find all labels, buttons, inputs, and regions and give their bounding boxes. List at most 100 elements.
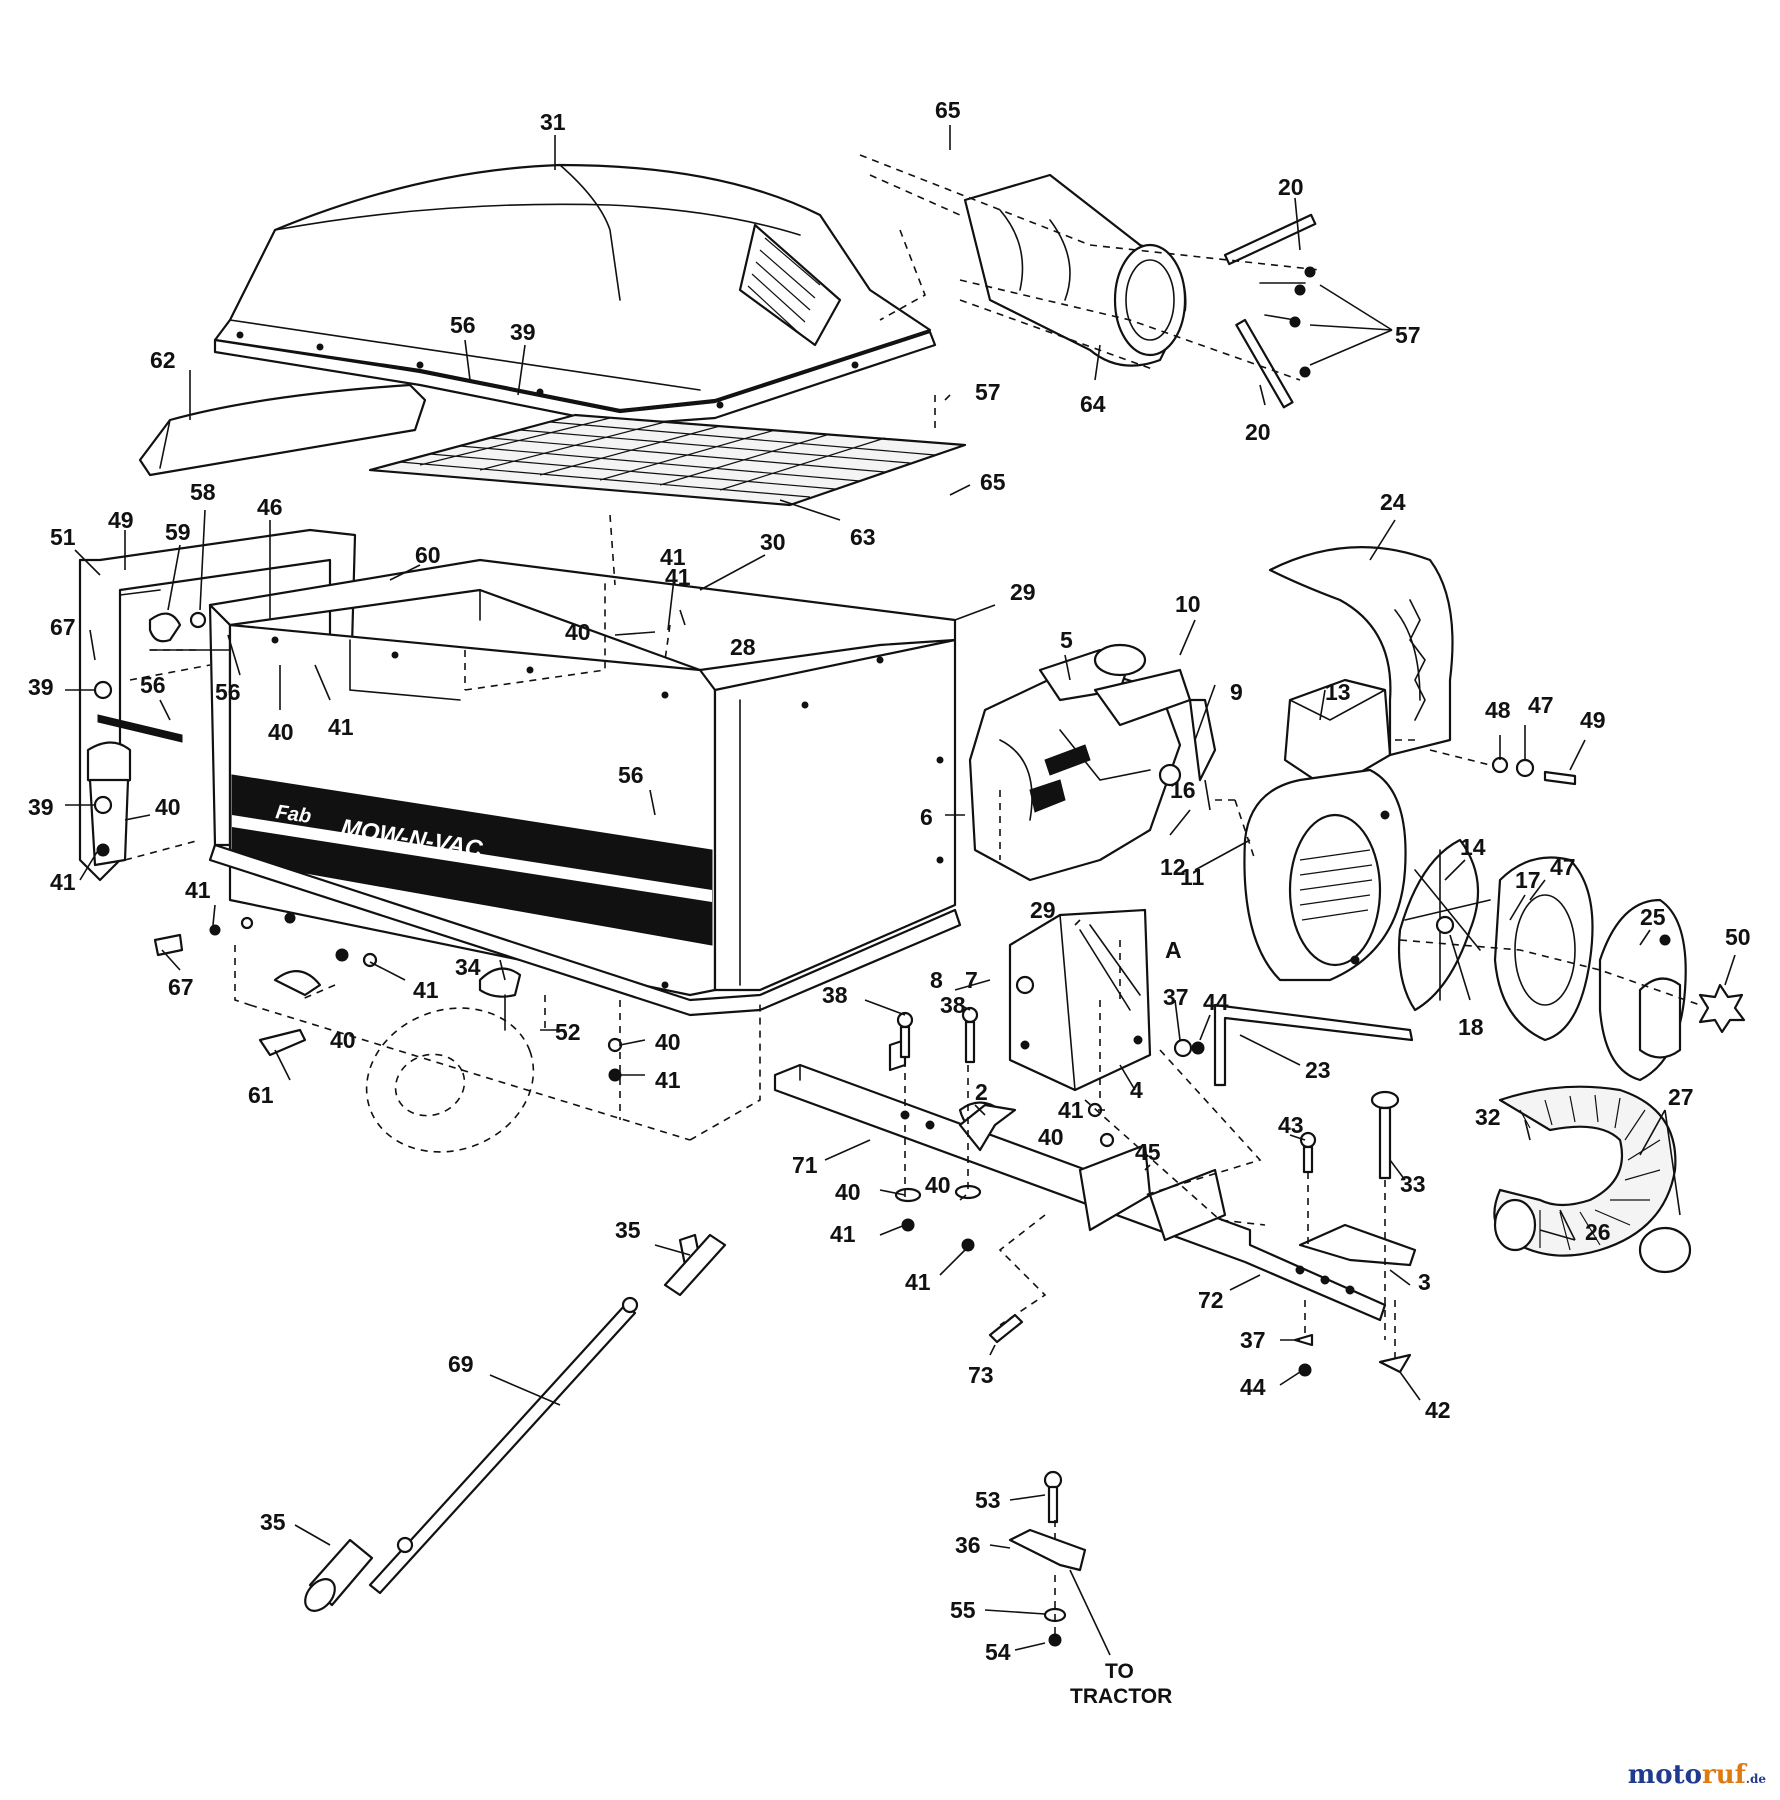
part-label: 41	[328, 714, 354, 740]
star-knob	[1698, 983, 1746, 1034]
part-label: 31	[540, 109, 566, 135]
part-label: 5	[1060, 627, 1073, 653]
part-label: 69	[448, 1351, 474, 1377]
part-label: 11	[1180, 864, 1205, 890]
engine	[968, 643, 1217, 882]
part-label: 26	[1585, 1219, 1611, 1245]
part-labels: 31 65 20 57 20 64 56 39 62 57 65 63 24 5…	[28, 97, 1751, 1665]
part-label: 7	[965, 967, 978, 993]
part-label: 9	[1230, 679, 1243, 705]
part-label: 72	[1198, 1287, 1224, 1313]
to-tractor-label-line2: TRACTOR	[1070, 1685, 1172, 1708]
frame-hardware	[894, 1006, 1412, 1377]
part-label: 65	[935, 97, 961, 123]
part-label: 73	[968, 1362, 994, 1388]
part-label: 47	[1528, 692, 1554, 718]
side-rail-part	[138, 383, 427, 477]
part-label: 65	[980, 469, 1006, 495]
watermark-part-3: .de	[1745, 1772, 1766, 1786]
engine-mount-plate	[1008, 908, 1152, 1092]
leader-lines	[65, 125, 1736, 1656]
part-label: 14	[1460, 834, 1486, 860]
part-label: 44	[1203, 989, 1229, 1015]
brand-logo: Fab	[274, 801, 312, 828]
part-label: 37	[1240, 1327, 1266, 1353]
watermark-logo: motoruf.de	[1628, 1760, 1766, 1790]
part-label: 49	[1580, 707, 1606, 733]
part-label: 41	[413, 977, 439, 1003]
part-label: 40	[155, 794, 181, 820]
part-label: 27	[1668, 1084, 1694, 1110]
part-label: 41	[660, 544, 686, 570]
part-label: 54	[985, 1639, 1011, 1665]
part-label: 24	[1380, 489, 1406, 515]
part-label: 57	[975, 379, 1001, 405]
part-label: 41	[905, 1269, 931, 1295]
part-label: 50	[1725, 924, 1751, 950]
blower-cover	[1598, 898, 1687, 1082]
part-label: 25	[1640, 904, 1666, 930]
part-label: 33	[1400, 1171, 1426, 1197]
part-label: 40	[1038, 1124, 1064, 1150]
part-label: 56	[618, 762, 644, 788]
blower-housing	[1243, 678, 1407, 982]
part-label: 35	[615, 1217, 641, 1243]
intake-hose	[1493, 1085, 1692, 1274]
part-label: 12	[1160, 854, 1186, 880]
part-label: 3	[1418, 1269, 1431, 1295]
part-label: 6	[920, 804, 933, 830]
part-label: 47	[1550, 854, 1576, 880]
part-label: 10	[1175, 591, 1201, 617]
watermark-part-2: ruf	[1702, 1760, 1746, 1790]
part-label: 29	[1030, 897, 1056, 923]
part-label: 40	[565, 619, 591, 645]
blower-guard	[1268, 546, 1454, 757]
part-label: 29	[1010, 579, 1036, 605]
part-label: 20	[1278, 174, 1304, 200]
part-label: 2	[975, 1079, 988, 1105]
part-label: 43	[1278, 1112, 1304, 1138]
part-label: 46	[257, 494, 283, 520]
part-label: 63	[850, 524, 876, 550]
part-label: 40	[835, 1179, 861, 1205]
part-label: 58	[190, 479, 216, 505]
part-label: 41	[665, 564, 691, 590]
part-label: 39	[510, 319, 536, 345]
part-label: 62	[150, 347, 176, 373]
part-label: 59	[165, 519, 191, 545]
part-label: 61	[248, 1082, 274, 1108]
callout-a: A	[1165, 937, 1182, 963]
part-label: 38	[940, 992, 966, 1018]
watermark-part-1: moto	[1627, 1760, 1702, 1790]
part-label: 8	[930, 967, 943, 993]
part-label: 67	[168, 974, 194, 1000]
part-label: 4	[1130, 1077, 1143, 1103]
part-label: 40	[268, 719, 294, 745]
part-label: 44	[1240, 1374, 1266, 1400]
box-hardware	[153, 912, 623, 1082]
hood-cover	[213, 163, 937, 427]
part-label: 53	[975, 1487, 1001, 1513]
part-label: 56	[215, 679, 241, 705]
part-label: 41	[830, 1221, 856, 1247]
support-rod	[1213, 1003, 1414, 1087]
part-label: 41	[50, 869, 76, 895]
impeller	[1397, 838, 1491, 1012]
part-label: 67	[50, 614, 76, 640]
part-label: 41	[185, 877, 211, 903]
part-label: 48	[1485, 697, 1511, 723]
part-label: 40	[330, 1027, 356, 1053]
part-label: 35	[260, 1509, 286, 1535]
part-label: 32	[1475, 1104, 1501, 1130]
part-label: 38	[822, 982, 848, 1008]
part-label: 39	[28, 794, 54, 820]
part-label: 40	[925, 1172, 951, 1198]
part-label: 23	[1305, 1057, 1331, 1083]
part-label: 13	[1325, 679, 1351, 705]
screen-grille	[368, 413, 967, 507]
collection-box	[78, 528, 962, 1017]
part-label: 41	[655, 1067, 681, 1093]
part-label: 60	[415, 542, 441, 568]
to-tractor-label-line1: TO	[1105, 1660, 1134, 1683]
